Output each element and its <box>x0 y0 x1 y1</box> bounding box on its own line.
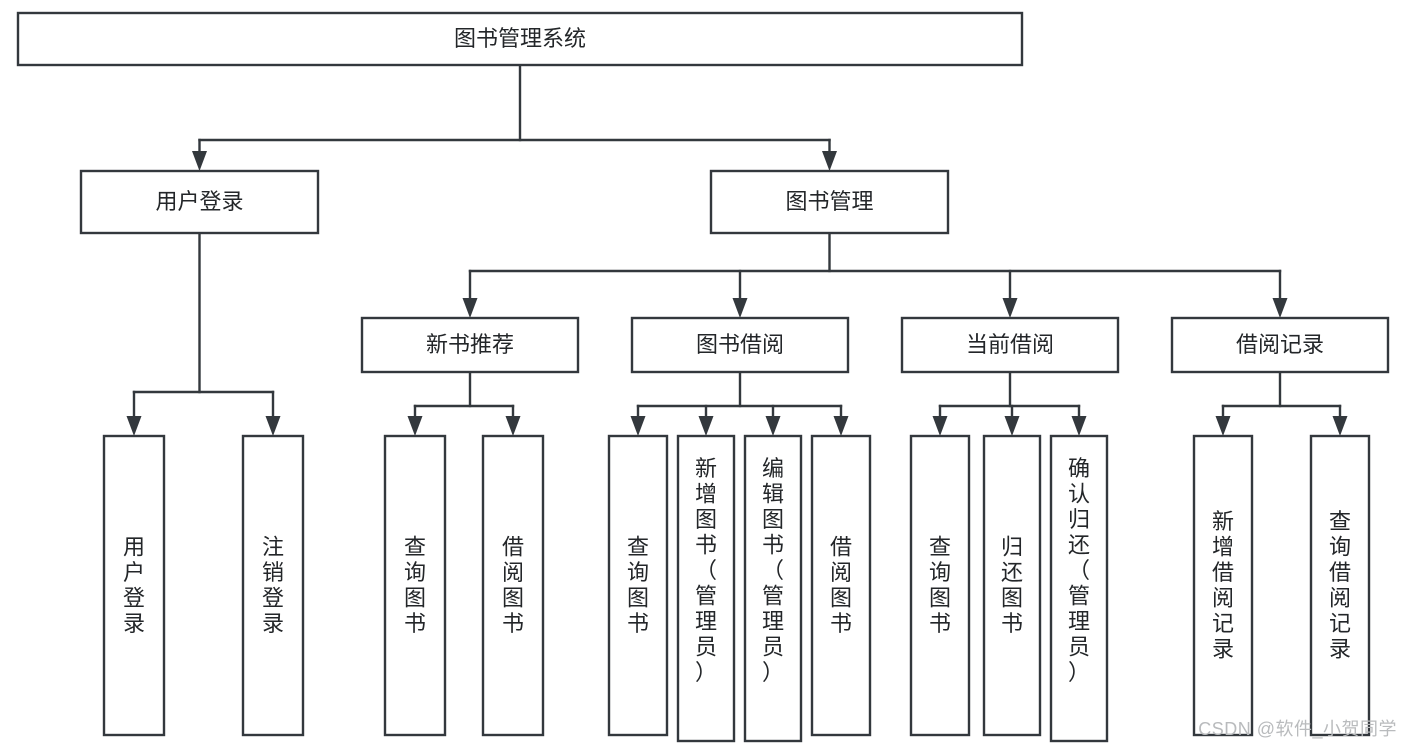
node-label-leaf-current-query: 查询图书 <box>929 534 951 636</box>
node-label-leaf-borrow-lend: 借阅图书 <box>830 534 852 636</box>
node-newbook[interactable]: 新书推荐 <box>360 316 580 374</box>
node-box-newbook <box>360 316 580 374</box>
node-leaf-current-query[interactable]: 查询图书 <box>909 434 971 737</box>
node-box-leaf-new-query <box>383 434 447 737</box>
node-box-leaf-user-login <box>102 434 166 737</box>
node-leaf-record-add[interactable]: 新增借阅记录 <box>1192 434 1254 737</box>
node-leaf-borrow-lend[interactable]: 借阅图书 <box>810 434 872 737</box>
node-label-leaf-user-login: 用户登录 <box>123 534 145 636</box>
node-leaf-borrow-add[interactable]: 新增图书（管理员） <box>676 434 736 743</box>
arrow-head-leaf-record-query <box>1332 416 1348 436</box>
node-box-leaf-current-return <box>982 434 1042 737</box>
node-box-leaf-current-query <box>909 434 971 737</box>
node-box-leaf-record-add <box>1192 434 1254 737</box>
node-leaf-user-logout[interactable]: 注销登录 <box>241 434 305 737</box>
arrow-head-login <box>192 151 207 171</box>
node-box-leaf-new-borrow <box>481 434 545 737</box>
arrow-head-records <box>1272 298 1288 318</box>
node-leaf-record-query[interactable]: 查询借阅记录 <box>1309 434 1371 737</box>
node-current[interactable]: 当前借阅 <box>900 316 1120 374</box>
node-label-leaf-borrow-edit: 编辑图书（管理员） <box>762 456 784 685</box>
node-box-login <box>79 169 320 235</box>
connector-login <box>126 231 281 436</box>
node-leaf-new-borrow[interactable]: 借阅图书 <box>481 434 545 737</box>
node-label-leaf-new-borrow: 借阅图书 <box>502 534 524 636</box>
node-box-leaf-borrow-lend <box>810 434 872 737</box>
arrow-head-leaf-borrow-edit <box>765 416 781 436</box>
node-label-login: 用户登录 <box>155 189 243 214</box>
arrow-head-leaf-user-logout <box>265 416 281 436</box>
node-label-leaf-record-add: 新增借阅记录 <box>1212 509 1234 662</box>
node-leaf-current-return[interactable]: 归还图书 <box>982 434 1042 737</box>
arrow-head-leaf-borrow-query <box>630 416 646 436</box>
arrow-head-borrow <box>732 298 748 318</box>
node-leaf-new-query[interactable]: 查询图书 <box>383 434 447 737</box>
arrow-head-leaf-user-login <box>126 416 142 436</box>
node-label-leaf-user-logout: 注销登录 <box>262 534 284 636</box>
arrow-head-leaf-borrow-add <box>698 416 714 436</box>
node-box-borrow <box>630 316 850 374</box>
node-box-leaf-borrow-add <box>676 434 736 743</box>
arrow-head-leaf-current-confirm <box>1071 416 1087 436</box>
node-leaf-current-confirm[interactable]: 确认归还（管理员） <box>1049 434 1109 743</box>
node-records[interactable]: 借阅记录 <box>1170 316 1390 374</box>
node-label-leaf-current-return: 归还图书 <box>1001 534 1023 636</box>
node-label-leaf-borrow-add: 新增图书（管理员） <box>695 456 717 685</box>
connector-root <box>192 63 837 171</box>
node-leaf-borrow-query[interactable]: 查询图书 <box>607 434 669 737</box>
node-label-root: 图书管理系统 <box>454 26 586 51</box>
arrow-head-leaf-record-add <box>1215 416 1231 436</box>
node-box-leaf-current-confirm <box>1049 434 1109 743</box>
node-label-leaf-new-query: 查询图书 <box>404 534 426 636</box>
node-label-leaf-record-query: 查询借阅记录 <box>1329 509 1351 662</box>
node-label-leaf-current-confirm: 确认归还（管理员） <box>1068 456 1090 685</box>
csdn-watermark: CSDN @软件_小贺同学 <box>1198 719 1397 739</box>
node-box-leaf-borrow-query <box>607 434 669 737</box>
node-label-borrow: 图书借阅 <box>696 332 784 357</box>
connector-newbook <box>407 370 521 436</box>
arrow-head-newbook <box>462 298 478 318</box>
node-label-current: 当前借阅 <box>966 332 1054 357</box>
node-box-bookmgmt <box>709 169 950 235</box>
connector-current <box>932 370 1087 436</box>
arrow-head-leaf-current-query <box>932 416 948 436</box>
node-box-records <box>1170 316 1390 374</box>
node-bookmgmt[interactable]: 图书管理 <box>709 169 950 235</box>
node-label-bookmgmt: 图书管理 <box>785 189 873 214</box>
node-leaf-borrow-edit[interactable]: 编辑图书（管理员） <box>743 434 803 743</box>
node-login[interactable]: 用户登录 <box>79 169 320 235</box>
node-label-leaf-borrow-query: 查询图书 <box>627 534 649 636</box>
connector-borrow <box>630 370 849 436</box>
arrow-head-leaf-new-borrow <box>505 416 521 436</box>
node-leaf-user-login[interactable]: 用户登录 <box>102 434 166 737</box>
node-box-leaf-user-logout <box>241 434 305 737</box>
connector-bookmgmt <box>462 231 1288 318</box>
arrow-head-leaf-borrow-lend <box>833 416 849 436</box>
arrow-head-leaf-current-return <box>1004 416 1020 436</box>
nodes-layer: 图书管理系统用户登录图书管理新书推荐图书借阅当前借阅借阅记录用户登录注销登录查询… <box>16 11 1390 743</box>
node-label-newbook: 新书推荐 <box>426 332 514 357</box>
node-box-leaf-borrow-edit <box>743 434 803 743</box>
node-label-records: 借阅记录 <box>1236 332 1324 357</box>
arrow-head-bookmgmt <box>822 151 837 171</box>
connections-layer <box>126 63 1348 436</box>
node-borrow[interactable]: 图书借阅 <box>630 316 850 374</box>
node-box-current <box>900 316 1120 374</box>
node-root[interactable]: 图书管理系统 <box>16 11 1024 67</box>
arrow-head-current <box>1002 298 1018 318</box>
arrow-head-leaf-new-query <box>407 416 423 436</box>
node-box-leaf-record-query <box>1309 434 1371 737</box>
node-box-root <box>16 11 1024 67</box>
connector-records <box>1215 370 1348 436</box>
